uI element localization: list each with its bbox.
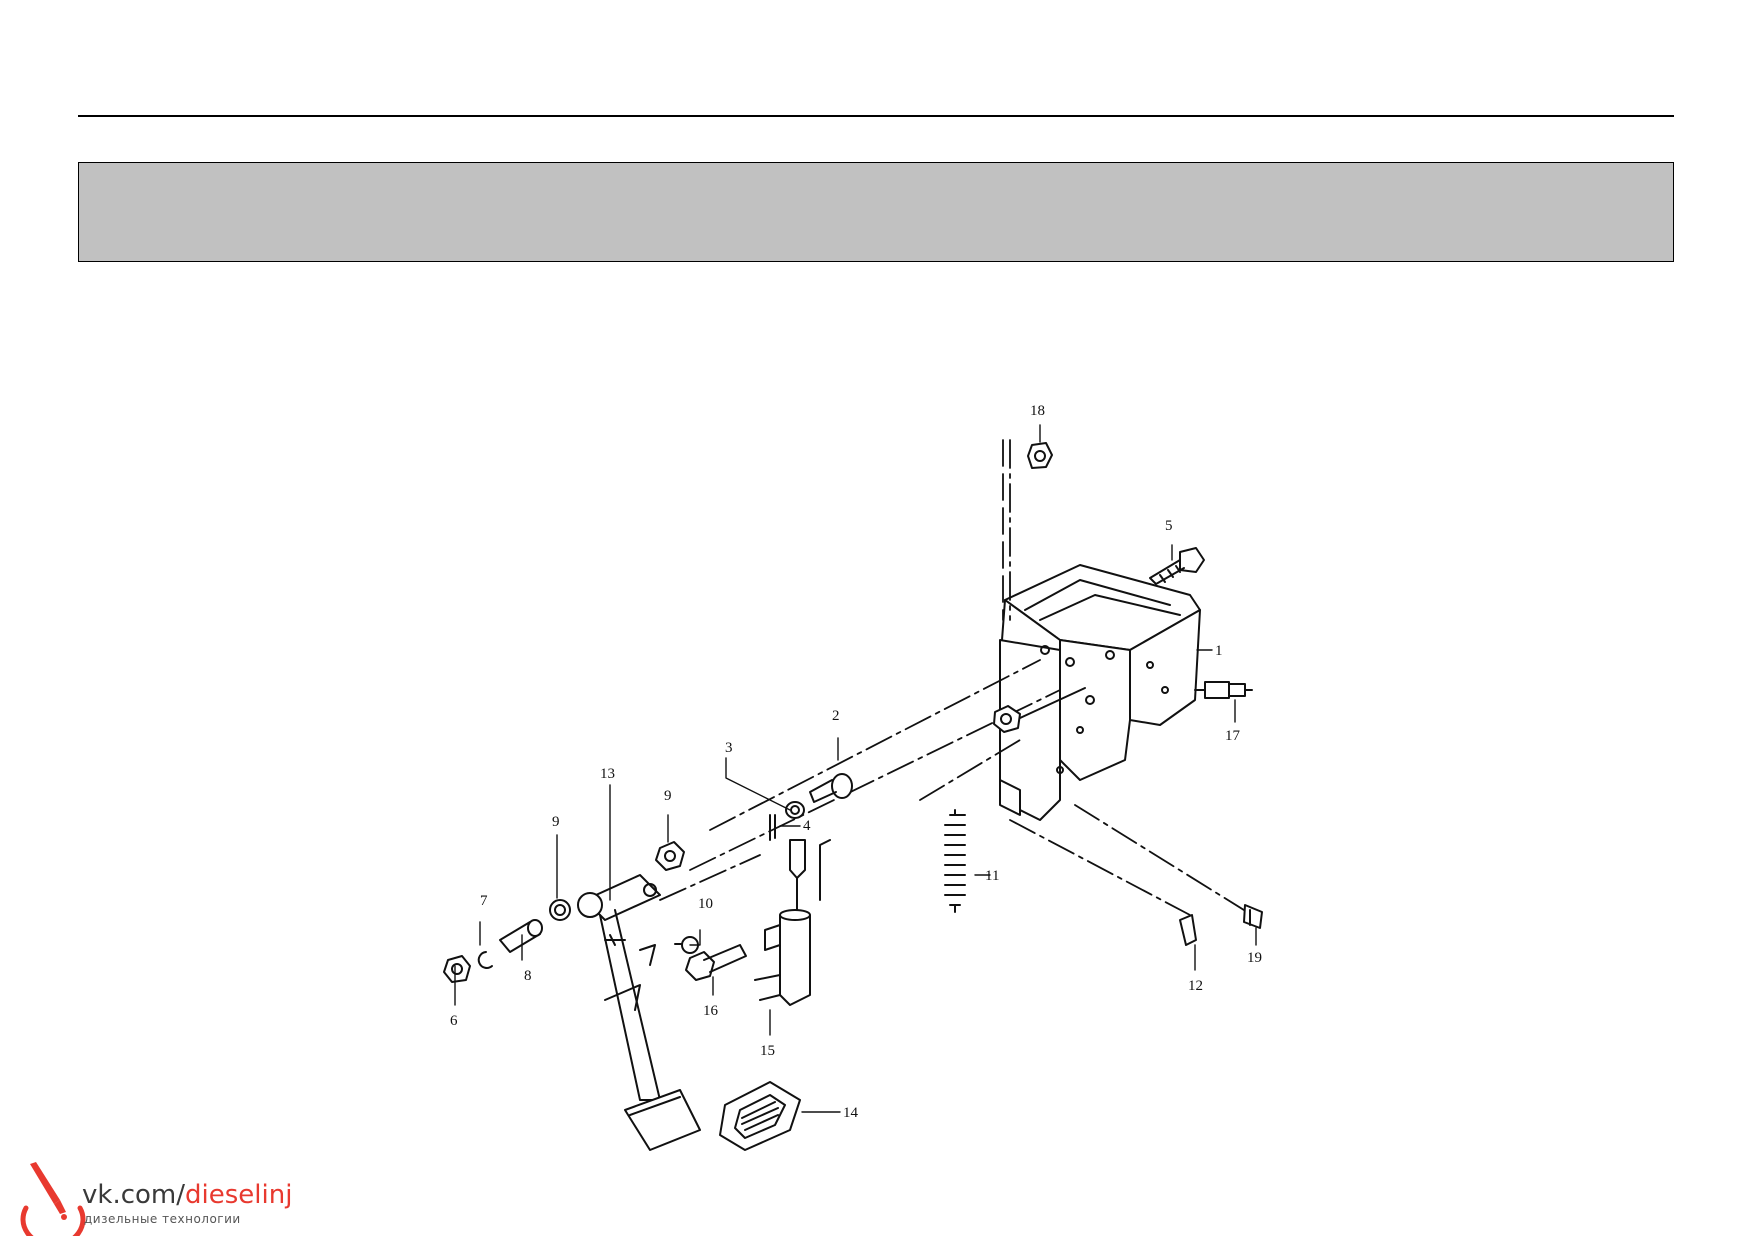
bolt-19 (1243, 904, 1263, 929)
pin-4 (769, 814, 776, 841)
spring-11 (944, 809, 966, 913)
callout-13: 13 (600, 766, 615, 782)
callout-7: 7 (480, 893, 488, 909)
switch-17 (1194, 681, 1253, 699)
callout-10: 10 (698, 896, 713, 912)
nut-18 (1027, 442, 1053, 469)
bolt-5 (1149, 547, 1205, 585)
nut-6 (443, 955, 471, 983)
callout-4: 4 (803, 818, 811, 834)
master-cylinder-15 (754, 839, 831, 1006)
dieselinj-logo-icon (20, 1162, 86, 1236)
callout-2: 2 (832, 708, 840, 724)
callout-19: 19 (1247, 950, 1262, 966)
callout-3: 3 (725, 740, 733, 756)
bolt-2 (809, 773, 853, 803)
bushing-9-lower (549, 899, 571, 921)
callout-8: 8 (524, 968, 532, 984)
pedal-arm-13 (577, 874, 701, 1151)
watermark-url-accent: dieselinj (185, 1180, 293, 1210)
pedal-bracket (999, 564, 1201, 821)
pedal-pad-14 (719, 1081, 801, 1151)
callout-1: 1 (1215, 643, 1223, 659)
bracket-nut (993, 687, 1086, 733)
callout-11: 11 (985, 868, 999, 884)
callout-17: 17 (1225, 728, 1241, 744)
callout-6: 6 (450, 1013, 458, 1029)
clip-7 (477, 951, 493, 969)
sleeve-8 (499, 919, 543, 953)
watermark-url-prefix: vk.com/ (82, 1180, 185, 1210)
callout-9-lower: 9 (552, 814, 560, 830)
header-rule (78, 115, 1674, 117)
callout-5: 5 (1165, 518, 1173, 534)
callout-16: 16 (703, 1003, 719, 1019)
callout-15: 15 (760, 1043, 775, 1059)
title-band (78, 162, 1674, 262)
callout-18: 18 (1030, 403, 1045, 419)
callout-14: 14 (843, 1105, 859, 1121)
callout-9-upper: 9 (664, 788, 672, 804)
watermark-subtitle: дизельные технологии (84, 1212, 241, 1226)
nut-9-upper (655, 841, 685, 871)
bushing-3 (785, 801, 805, 819)
bolt-16 (685, 944, 747, 981)
clip-12 (1179, 914, 1197, 946)
callout-12: 12 (1188, 978, 1203, 994)
watermark-url[interactable]: vk.com/dieselinj (82, 1182, 292, 1208)
